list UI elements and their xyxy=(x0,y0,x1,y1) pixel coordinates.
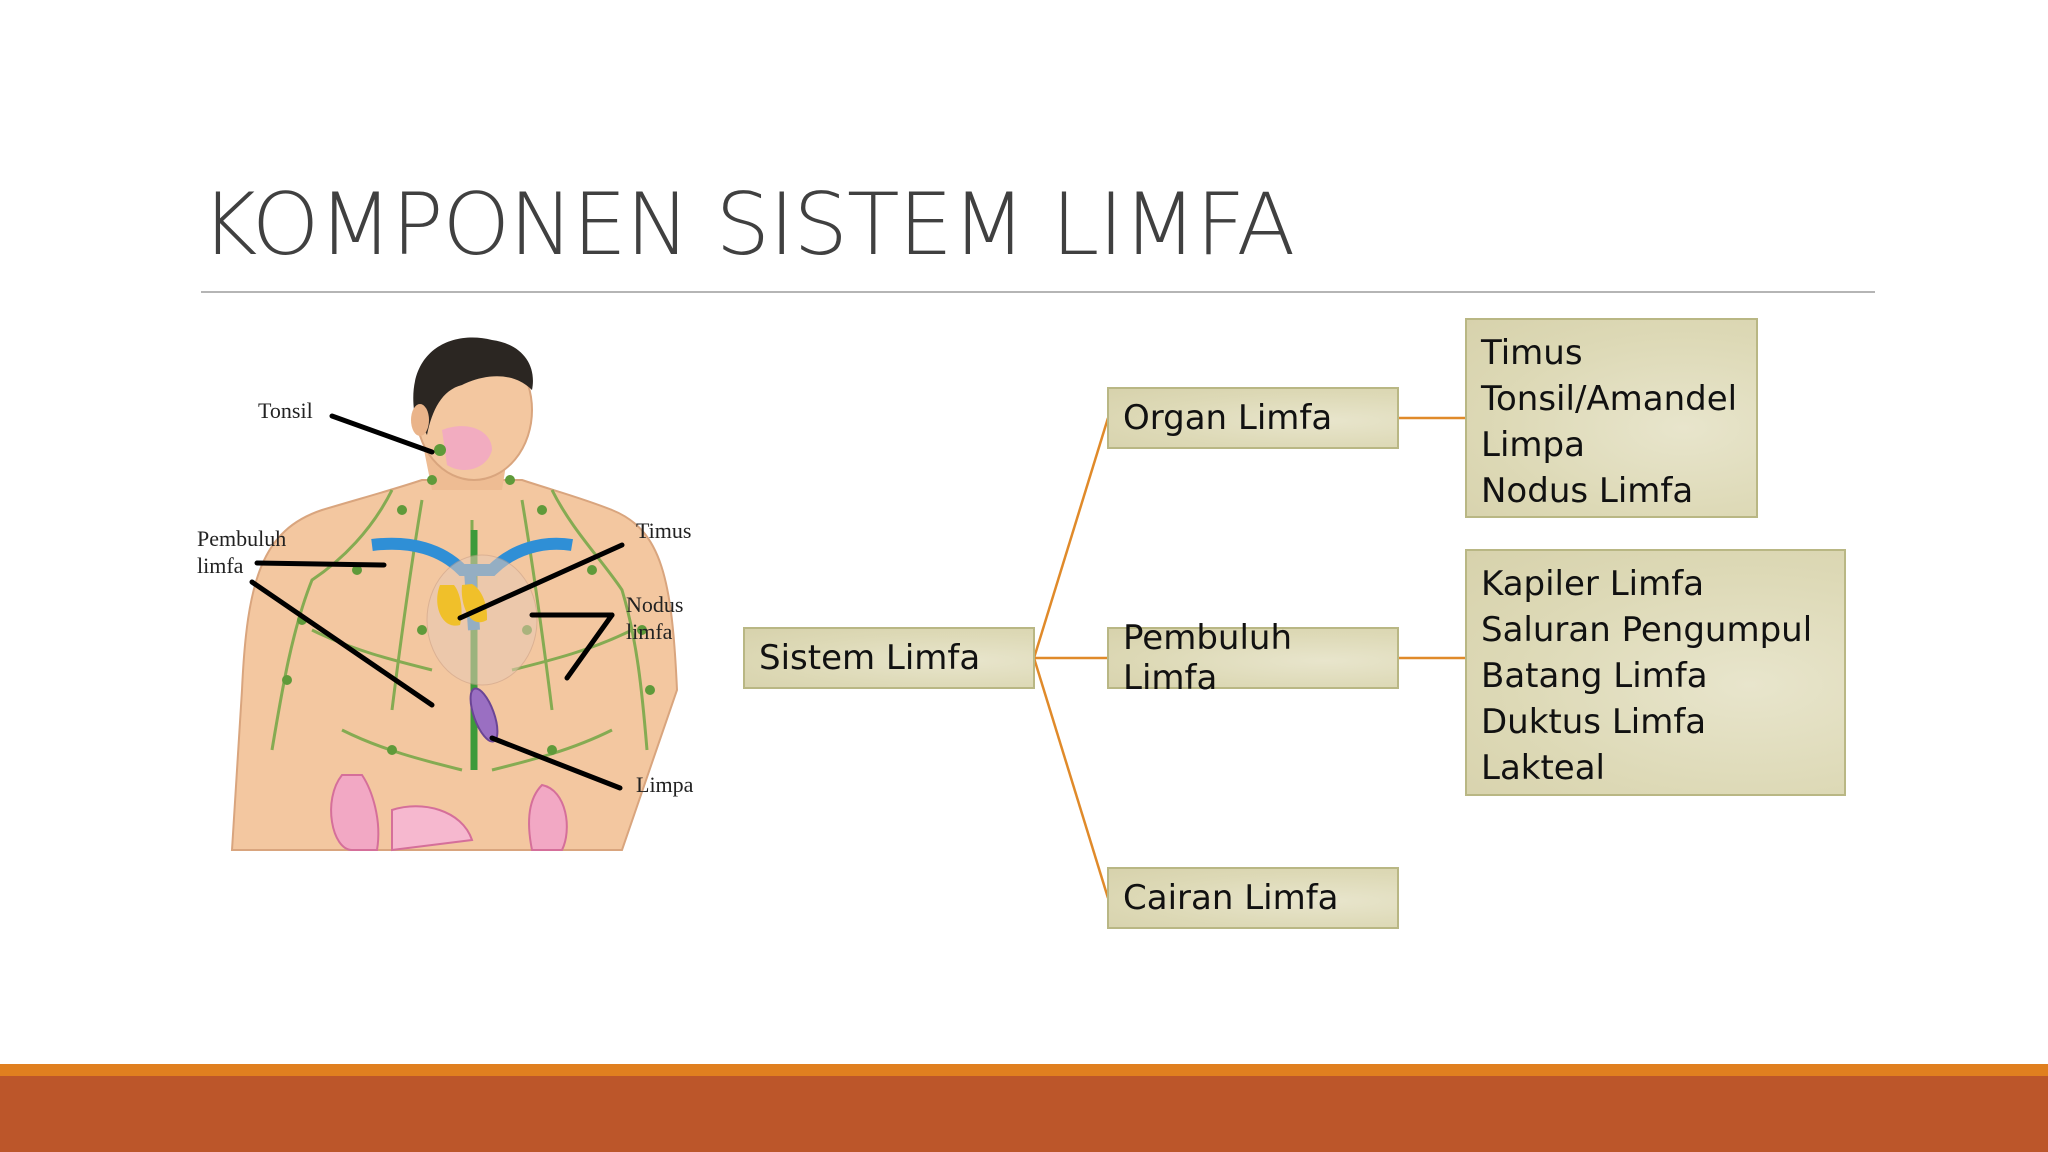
lymphatic-system-illustration xyxy=(230,337,679,852)
list-item: Kapiler Limfa xyxy=(1481,564,1705,604)
slide-title: KOMPONEN SISTEM LIMFA xyxy=(201,175,1295,275)
node-cairan-limfa: Cairan Limfa xyxy=(1107,867,1399,929)
list-item: Limpa xyxy=(1481,425,1585,465)
connector-root-organ xyxy=(1032,417,1110,659)
throat-shape xyxy=(442,426,492,470)
node-pembuluh-limfa: Pembuluh Limfa xyxy=(1107,618,1399,698)
spleen-shape xyxy=(469,687,499,743)
organ-limfa-list: Timus Tonsil/Amandel Limpa Nodus Limfa xyxy=(1465,318,1758,518)
node-cairan-limfa-label: Cairan Limfa xyxy=(1123,878,1339,918)
title-divider xyxy=(201,291,1875,293)
label-timus: Timus xyxy=(636,518,692,543)
pointer-lines xyxy=(249,413,625,791)
intestines-shape xyxy=(330,774,568,852)
node-pembuluh-limfa-label: Pembuluh Limfa xyxy=(1123,618,1293,698)
label-tonsil: Tonsil xyxy=(258,398,313,423)
list-item: Nodus Limfa xyxy=(1481,471,1694,511)
list-item: Lakteal xyxy=(1481,748,1605,788)
list-item: Saluran Pengumpul xyxy=(1481,610,1813,650)
list-item: Duktus Limfa xyxy=(1481,702,1707,742)
list-item: Timus xyxy=(1481,333,1583,373)
connector-root-cairan xyxy=(1032,657,1110,899)
label-pembuluh-limfa: limfa xyxy=(197,553,244,578)
footer-stripe xyxy=(0,1064,2048,1076)
pembuluh-limfa-list: Kapiler Limfa Saluran Pengumpul Batang L… xyxy=(1465,549,1846,796)
node-organ-limfa: Organ Limfa xyxy=(1107,387,1399,449)
footer-band xyxy=(0,1076,2048,1152)
label-limpa: Limpa xyxy=(636,772,694,797)
list-item: Batang Limfa xyxy=(1481,656,1708,696)
node-sistem-limfa: Sistem Limfa xyxy=(743,627,1035,689)
label-nodus: Nodus xyxy=(626,592,684,617)
node-organ-limfa-label: Organ Limfa xyxy=(1123,398,1333,438)
node-sistem-limfa-label: Sistem Limfa xyxy=(759,638,981,678)
list-item: Tonsil/Amandel xyxy=(1481,379,1738,419)
thymus-shape xyxy=(437,584,488,626)
label-nodus-limfa: limfa xyxy=(626,619,673,644)
ear-shape xyxy=(411,404,429,436)
label-pembuluh: Pembuluh xyxy=(197,526,287,551)
hair-shape xyxy=(413,337,533,435)
